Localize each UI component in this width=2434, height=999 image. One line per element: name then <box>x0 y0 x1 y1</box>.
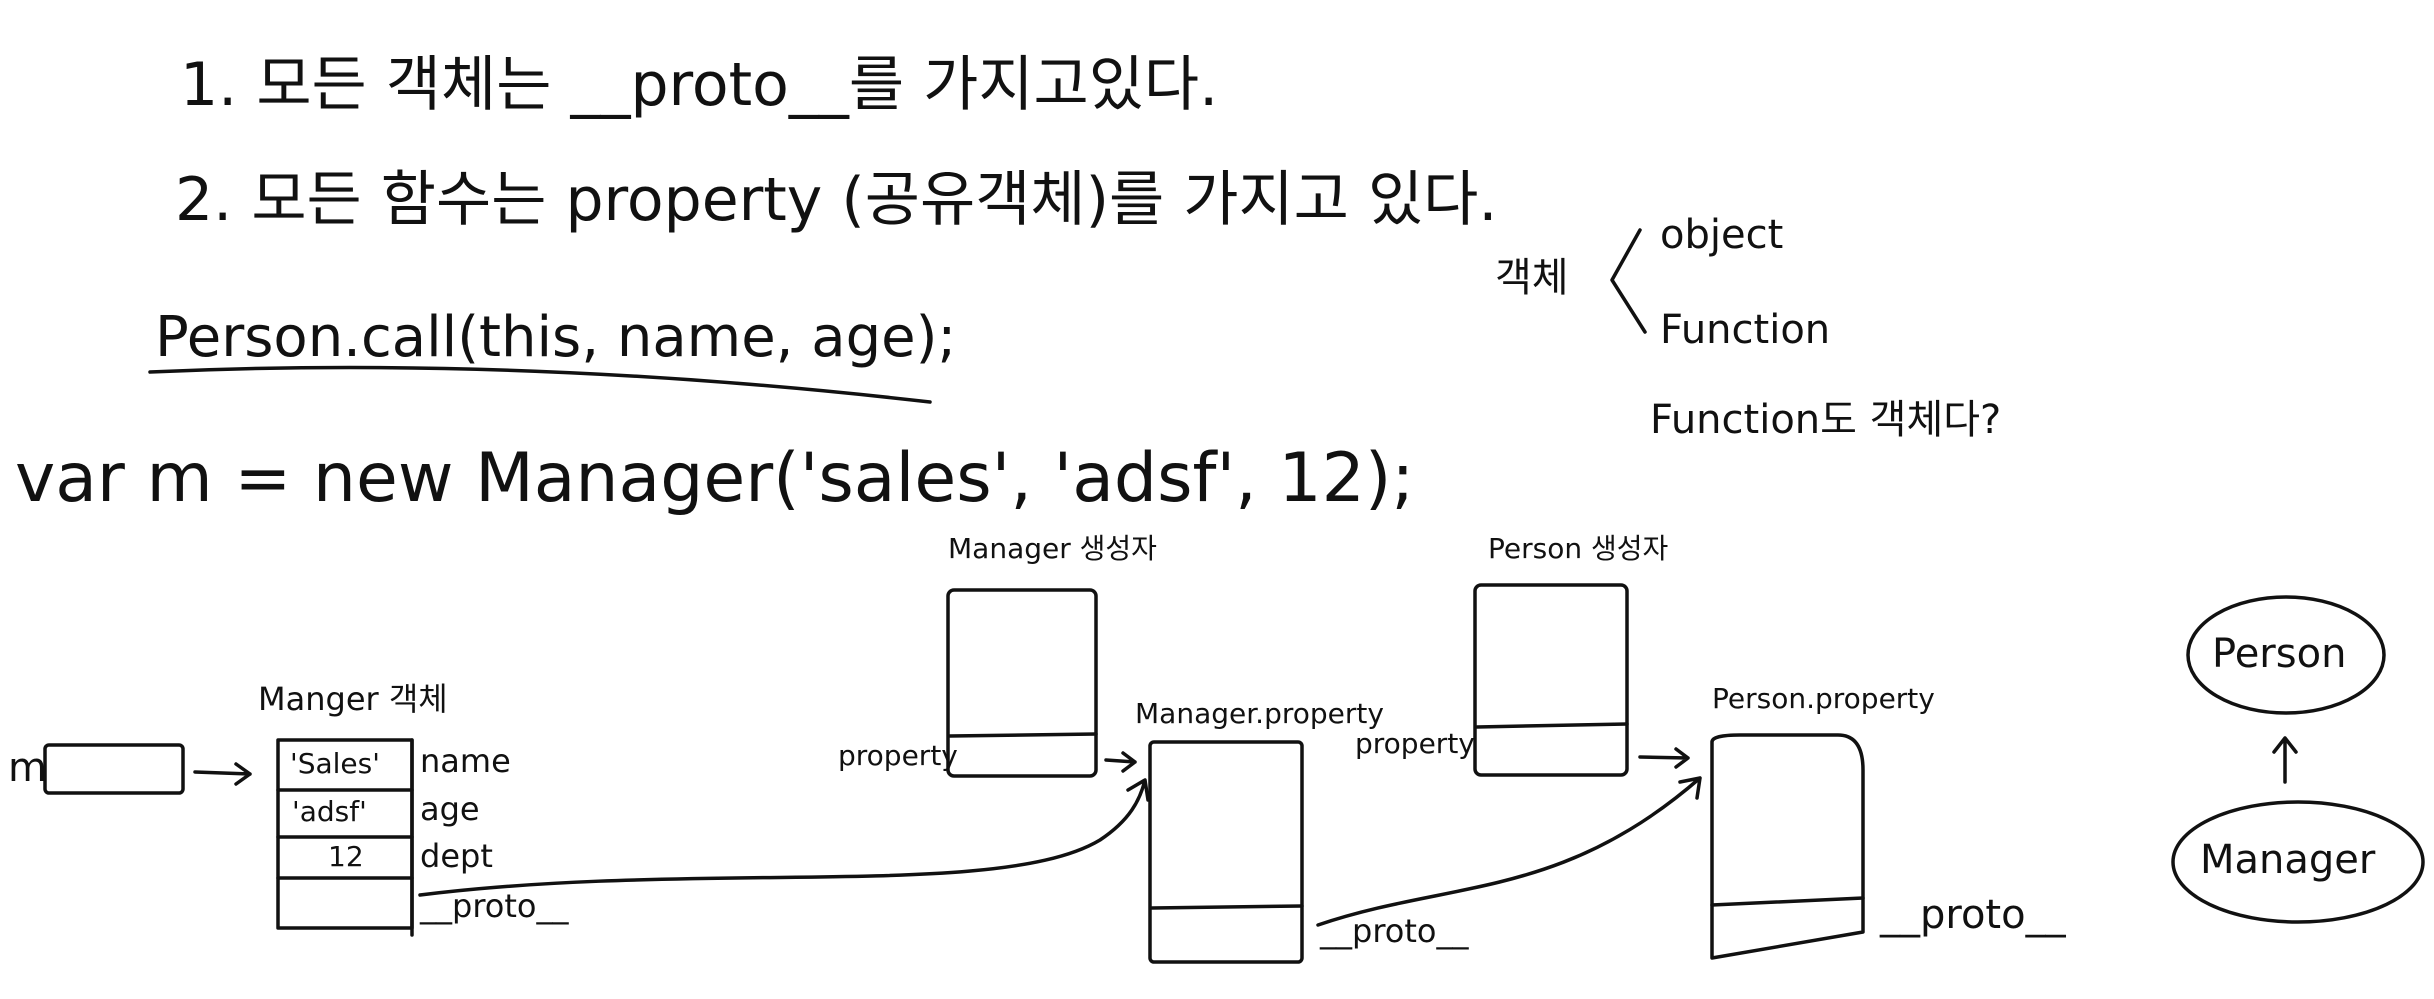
hierarchy-child: Manager <box>2200 837 2376 883</box>
manager-property-proto: __proto__ <box>1320 912 1469 950</box>
tree-bracket <box>1610 228 1647 334</box>
tree-root: 객체 <box>1495 255 1569 301</box>
manager-property-proto-curve <box>1316 776 1702 927</box>
manager-ctor-arrow <box>1104 751 1137 773</box>
person-constructor-title: Person 생성자 <box>1488 532 1669 565</box>
tree-child-function: Function <box>1660 307 1831 353</box>
manager-object-proto-curve <box>418 778 1150 897</box>
person-property-title: Person.property <box>1712 682 1935 715</box>
hierarchy-arrow <box>2272 736 2298 784</box>
hierarchy-parent: Person <box>2212 631 2347 677</box>
field-age: age <box>420 790 480 828</box>
code-new-manager: var m = new Manager('sales', 'adsf', 12)… <box>15 439 1415 518</box>
manager-constructor-box <box>946 588 1098 778</box>
manager-property-title: Manager.property <box>1135 697 1384 730</box>
rule-2: 2. 모든 함수는 property (공유객체)를 가지고 있다. <box>175 165 1498 235</box>
person-property-proto: __proto__ <box>1880 892 2066 938</box>
person-ctor-arrow <box>1638 747 1690 769</box>
code-underline <box>148 365 932 404</box>
person-oval <box>2186 595 2386 715</box>
person-constructor-box <box>1473 583 1629 777</box>
variable-arrow <box>193 762 252 786</box>
rule-1: 1. 모든 객체는 __proto__를 가지고있다. <box>180 50 1219 120</box>
manager-object-title: Manger 객체 <box>258 680 448 718</box>
manager-property-box <box>1148 740 1304 964</box>
variable-name: m <box>8 745 47 791</box>
manager-constructor-title: Manager 생성자 <box>948 532 1157 565</box>
field-dept: dept <box>420 837 493 875</box>
cell-name-value: 'Sales' <box>290 747 380 780</box>
tree-question: Function도 객체다? <box>1650 397 2002 443</box>
variable-box <box>43 743 185 795</box>
manager-constructor-property: property <box>838 739 958 772</box>
cell-dept-value: 12 <box>328 840 364 873</box>
field-name: name <box>420 742 511 780</box>
tree-child-object: object <box>1660 212 1784 258</box>
code-person-call: Person.call(this, name, age); <box>155 305 957 370</box>
cell-age-value: 'adsf' <box>292 795 367 828</box>
manager-oval <box>2171 800 2425 924</box>
person-property-box <box>1710 733 1865 960</box>
field-proto: __proto__ <box>420 887 569 925</box>
person-constructor-property: property <box>1355 727 1475 760</box>
